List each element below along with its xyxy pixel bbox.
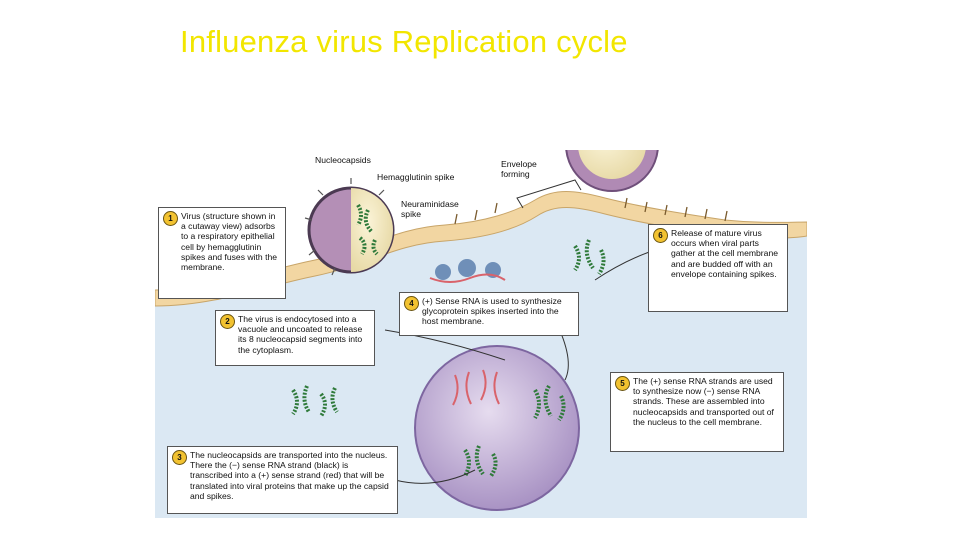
step-5-box: 5 The (+) sense RNA strands are used to … <box>610 372 784 452</box>
label-envelope-line1: Envelope <box>501 159 537 169</box>
label-neuraminidase-line1: Neuraminidase <box>401 199 459 209</box>
step-3-text: The nucleocapsids are transported into t… <box>190 450 389 501</box>
label-nucleocapsids: Nucleocapsids <box>315 155 371 165</box>
plus-rna-strands <box>452 369 500 406</box>
slide-title: Influenza virus Replication cycle <box>180 24 628 59</box>
label-envelope-line2: forming <box>501 169 530 179</box>
step-2-badge: 2 <box>220 314 235 329</box>
step-2-text: The virus is endocytosed into a vacuole … <box>238 314 363 355</box>
step-6-badge: 6 <box>653 228 668 243</box>
label-neuraminidase-line2: spike <box>401 209 422 219</box>
step-1-text: Virus (structure shown in a cutaway view… <box>181 211 278 273</box>
step-6-text: Release of mature virus occurs when vira… <box>671 228 779 279</box>
step-3-badge: 3 <box>172 450 187 465</box>
step-1-box: 1 Virus (structure shown in a cutaway vi… <box>158 207 286 299</box>
cell-membrane <box>155 191 807 307</box>
replication-cycle-figure: Nucleocapsids Hemagglutinin spike Neuram… <box>155 150 807 518</box>
label-hemagglutinin: Hemagglutinin spike <box>377 172 455 182</box>
step-1-badge: 1 <box>163 211 178 226</box>
step-6-box: 6 Release of mature virus occurs when vi… <box>648 224 788 312</box>
step-5-text: The (+) sense RNA strands are used to sy… <box>633 376 774 427</box>
step-4-text: (+) Sense RNA is used to synthesize glyc… <box>422 296 562 327</box>
step-5-badge: 5 <box>615 376 630 391</box>
envelope-bracket <box>516 179 582 209</box>
budding-virus-icon <box>565 150 659 192</box>
protein-synthesis-icon <box>429 259 506 283</box>
step-4-badge: 4 <box>404 296 419 311</box>
step-2-box: 2 The virus is endocytosed into a vacuol… <box>215 310 375 366</box>
step-4-box: 4 (+) Sense RNA is used to synthesize gl… <box>399 292 579 336</box>
adsorbing-virus-icon <box>304 178 395 276</box>
nucleus <box>414 345 580 511</box>
membrane-spikes <box>454 197 728 225</box>
step-3-box: 3 The nucleocapsids are transported into… <box>167 446 398 514</box>
